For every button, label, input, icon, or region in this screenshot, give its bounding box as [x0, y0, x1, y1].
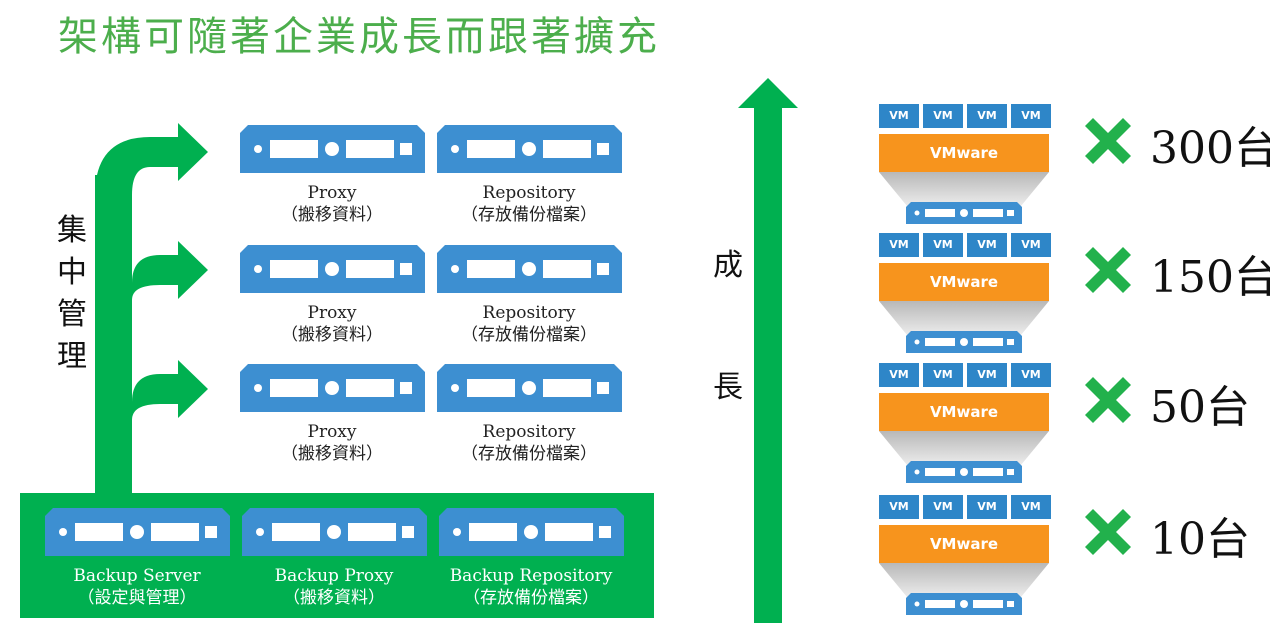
branch-arrow-middle: [132, 241, 208, 300]
multiply-icon: [1085, 509, 1131, 555]
item-desc: （搬移資料）: [281, 325, 383, 345]
vm-box: VM: [967, 363, 1007, 387]
item-desc: （存放備份檔案）: [463, 588, 599, 608]
trunk: [95, 175, 132, 495]
repository-server-icon: [437, 364, 622, 412]
multiply-icon: [1085, 377, 1131, 423]
vm-box: VM: [879, 233, 919, 257]
vm-box: VM: [923, 363, 963, 387]
vm-count: 150台: [1150, 252, 1270, 303]
item-desc: （存放備份檔案）: [461, 205, 597, 225]
page-title: 架構可隨著企業成長而跟著擴充: [58, 14, 660, 60]
repository-label: Repository（存放備份檔案）: [429, 421, 629, 465]
item-desc: （存放備份檔案）: [461, 325, 597, 345]
proxy-server-icon: [240, 125, 425, 173]
vmware-platform: VMware: [879, 393, 1049, 431]
growth-arrow: [738, 78, 798, 623]
vm-box: VM: [1011, 495, 1051, 519]
item-name: Repository: [482, 183, 576, 203]
item-name: Proxy: [307, 303, 357, 323]
vm-box: VM: [967, 495, 1007, 519]
host-server-icon: [906, 331, 1022, 353]
proxy-label: Proxy（搬移資料）: [232, 421, 432, 465]
vm-count: 50台: [1150, 382, 1250, 433]
host-server-icon: [906, 593, 1022, 615]
funnel-shape: [879, 172, 1049, 206]
vmware-platform: VMware: [879, 263, 1049, 301]
central-management-label: 集 中 管 理: [57, 213, 87, 374]
vm-box: VM: [967, 104, 1007, 128]
vm-box: VM: [923, 495, 963, 519]
growth-label-2: 長: [713, 370, 743, 405]
proxy-server-icon: [240, 364, 425, 412]
funnel-shape: [879, 301, 1049, 335]
vm-box: VM: [879, 104, 919, 128]
vm-box: VM: [967, 233, 1007, 257]
host-server-icon: [906, 461, 1022, 483]
repository-label: Repository（存放備份檔案）: [429, 302, 629, 346]
vm-box: VM: [923, 233, 963, 257]
vm-box: VM: [1011, 104, 1051, 128]
item-name: Repository: [482, 422, 576, 442]
vm-box: VM: [1011, 233, 1051, 257]
vmware-platform: VMware: [879, 134, 1049, 172]
funnel-shape: [879, 563, 1049, 597]
item-desc: （搬移資料）: [283, 588, 385, 608]
item-name: Backup Proxy: [274, 566, 394, 586]
item-desc: （設定與管理）: [77, 588, 197, 608]
vm-count: 300台: [1150, 123, 1270, 174]
multiply-icon: [1085, 118, 1131, 164]
branch-arrow-bottom: [132, 360, 208, 420]
vm-box: VM: [879, 363, 919, 387]
backup-proxy-icon: [242, 508, 427, 556]
item-name: Repository: [482, 303, 576, 323]
host-server-icon: [906, 202, 1022, 224]
repository-server-icon: [437, 125, 622, 173]
repository-label: Repository（存放備份檔案）: [429, 182, 629, 226]
vm-box: VM: [879, 495, 919, 519]
backup-repository-label: Backup Repository（存放備份檔案）: [431, 565, 631, 609]
growth-label-1: 成: [713, 248, 743, 283]
proxy-label: Proxy（搬移資料）: [232, 302, 432, 346]
backup-repository-icon: [439, 508, 624, 556]
proxy-label: Proxy（搬移資料）: [232, 182, 432, 226]
repository-server-icon: [437, 245, 622, 293]
backup-server-label: Backup Server（設定與管理）: [37, 565, 237, 609]
branch-arrows: [95, 123, 208, 495]
item-name: Backup Server: [73, 566, 201, 586]
multiply-icon: [1085, 247, 1131, 293]
item-name: Proxy: [307, 422, 357, 442]
item-desc: （搬移資料）: [281, 205, 383, 225]
proxy-server-icon: [240, 245, 425, 293]
vmware-platform: VMware: [879, 525, 1049, 563]
branch-arrow-top: [95, 123, 208, 195]
backup-server-icon: [45, 508, 230, 556]
item-name: Proxy: [307, 183, 357, 203]
item-desc: （存放備份檔案）: [461, 444, 597, 464]
funnel-shape: [879, 431, 1049, 465]
item-name: Backup Repository: [449, 566, 613, 586]
vm-box: VM: [923, 104, 963, 128]
vm-box: VM: [1011, 363, 1051, 387]
backup-proxy-label: Backup Proxy（搬移資料）: [234, 565, 434, 609]
vm-count: 10台: [1150, 514, 1250, 565]
item-desc: （搬移資料）: [281, 444, 383, 464]
